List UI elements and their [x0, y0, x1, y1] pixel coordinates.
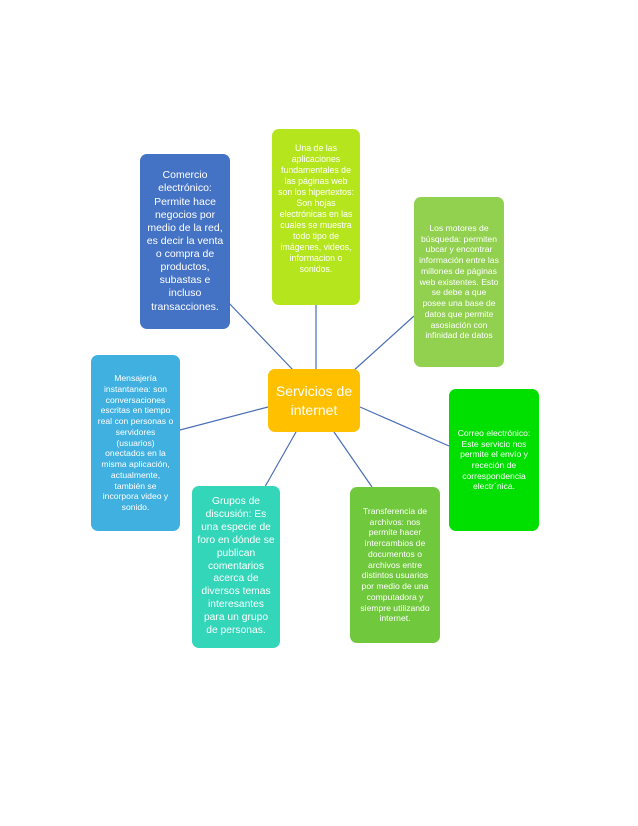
node-correo-text: Correo electrónico: Este servicio nos pe… [457, 427, 531, 492]
node-mensajeria-instantanea: Mensajería instantanea: son conversacion… [91, 355, 180, 531]
node-web-text: Una de las aplicaciones fundamentales de… [278, 143, 354, 274]
connector-grupos [261, 431, 297, 493]
node-comercio-text: Comercio electrónico: Permite hace negoc… [146, 169, 224, 313]
node-correo-electronico: Correo electrónico: Este servicio nos pe… [449, 389, 539, 531]
node-grupos-discusion: Grupos de discusión: Es una especie de f… [192, 486, 280, 648]
node-comercio-electronico: Comercio electrónico: Permite hace negoc… [140, 154, 230, 329]
node-grupos-text: Grupos de discusión: Es una especie de f… [197, 496, 275, 636]
node-motores-text: Los motores de búsqueda: permiten ubcar … [419, 222, 499, 341]
connector-comercio [225, 299, 295, 372]
connector-transferencia [333, 431, 373, 488]
connector-correo [359, 406, 450, 447]
node-transferencia-archivos: Transferencia de archivos: nos permite h… [350, 487, 440, 643]
node-paginas-web: Una de las aplicaciones fundamentales de… [272, 129, 360, 305]
node-transferencia-text: Transferencia de archivos: nos permite h… [360, 505, 430, 624]
center-node-text: Servicios de internet [275, 383, 353, 418]
connector-motores [351, 315, 415, 373]
node-mensajeria-text: Mensajería instantanea: son conversacion… [97, 373, 174, 513]
center-node-servicios-internet: Servicios de internet [268, 369, 360, 432]
node-motores-busqueda: Los motores de búsqueda: permiten ubcar … [414, 197, 504, 367]
connector-mensajeria [179, 406, 269, 431]
